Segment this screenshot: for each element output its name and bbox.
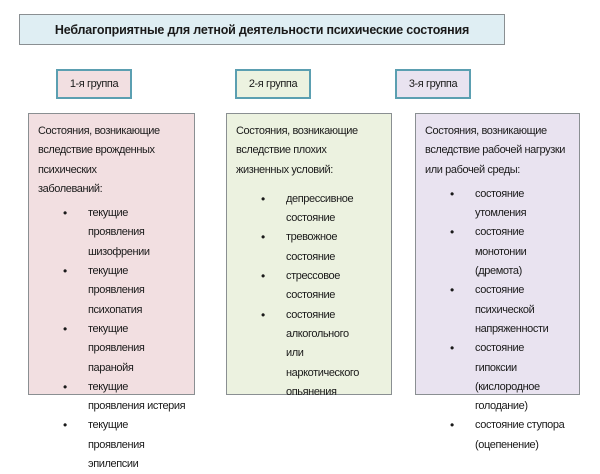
- list-item: состояние психической напряженности: [425, 281, 549, 339]
- group-3-label: 3-я группа: [395, 69, 471, 99]
- group-2-box: Состояния, возникающие вследствие плохих…: [226, 113, 392, 398]
- group-3-intro: Состояния, возникающие вследствие рабоче…: [425, 125, 565, 176]
- group-2-list: депрессивное состояние тревожное состоян…: [236, 190, 383, 402]
- list-item: состояние алкогольного или наркотическог…: [236, 306, 361, 402]
- group-2-label: 2-я группа: [235, 69, 311, 99]
- group-3-box: Состояния, возникающие вследствие рабоче…: [415, 113, 580, 451]
- list-item: состояние монотонии (дремота): [425, 223, 565, 281]
- list-item: тревожное состояние: [236, 228, 383, 267]
- list-item: депрессивное состояние: [236, 190, 354, 229]
- group-1-label: 1-я группа: [56, 69, 132, 99]
- group-3-list: состояние утомления состояние монотонии …: [425, 185, 571, 455]
- list-item: текущие проявления шизофрении: [38, 204, 186, 262]
- list-item: состояние утомления: [425, 185, 571, 224]
- list-item: текущие проявления паранойя: [38, 320, 186, 378]
- group-1-list: текущие проявления шизофрении текущие пр…: [38, 204, 186, 474]
- list-item: состояние ступора (оцепенение): [425, 416, 565, 455]
- group-2-intro: Состояния, возникающие вследствие плохих…: [236, 125, 358, 176]
- list-item: состояние гипоксии (кислородное голодани…: [425, 339, 565, 416]
- list-item: текущие проявления эпилепсии: [38, 416, 186, 474]
- diagram-title: Неблагоприятные для летной деятельности …: [19, 14, 505, 45]
- list-item: стрессовое состояние: [236, 267, 383, 306]
- list-item: текущие проявления психопатия: [38, 262, 186, 320]
- group-1-intro: Состояния, возникающие вследствие врожде…: [38, 125, 160, 195]
- group-1-box: Состояния, возникающие вследствие врожде…: [28, 113, 195, 470]
- list-item: текущие проявления истерия: [38, 378, 186, 417]
